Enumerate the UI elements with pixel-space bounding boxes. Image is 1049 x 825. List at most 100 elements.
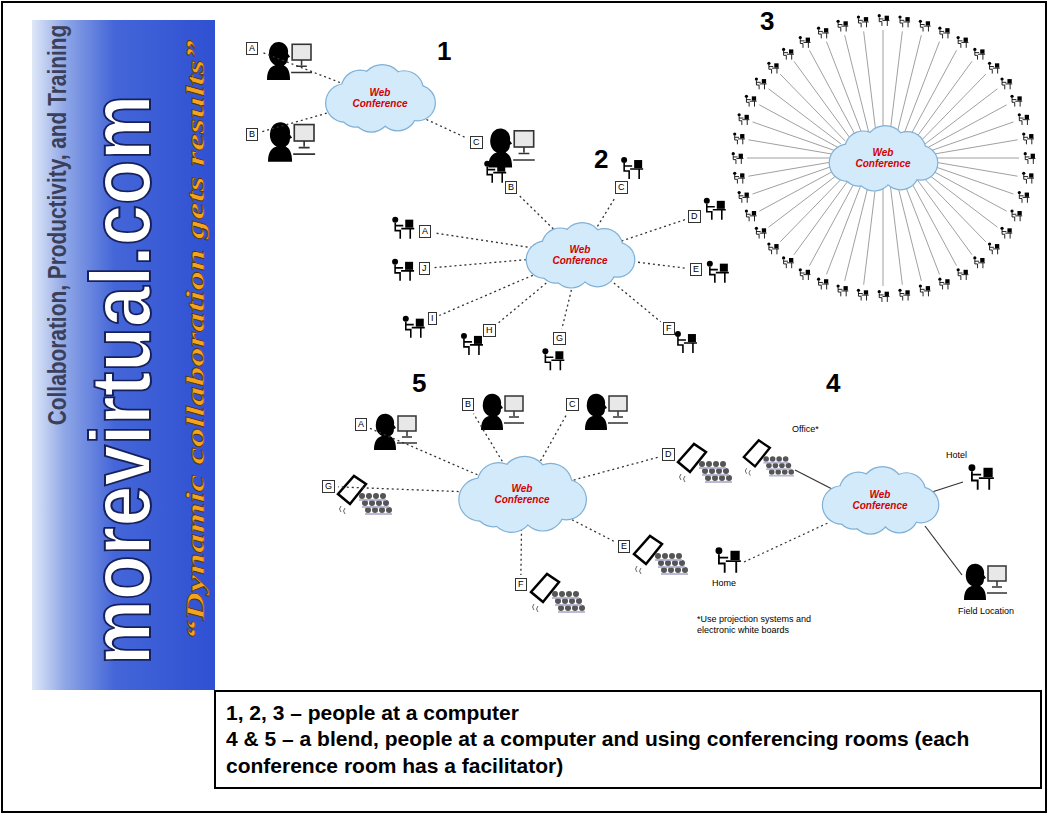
- spoke-line: [753, 122, 836, 151]
- spoke-line: [897, 183, 921, 281]
- desk-person-icon: [1010, 95, 1022, 107]
- frame: [2, 2, 1046, 812]
- spoke-line: [809, 180, 855, 266]
- desk-person-icon: [938, 27, 950, 39]
- desk-person-icon: [919, 20, 931, 32]
- desk-person-icon: [1022, 172, 1034, 184]
- desk-person-icon: [707, 261, 729, 283]
- participant-tag: A: [355, 418, 367, 431]
- office-link: [744, 470, 963, 575]
- participant-tag: B: [462, 398, 474, 411]
- spoke-line: [932, 162, 1017, 177]
- diagram-number: 3: [760, 8, 774, 34]
- desk-person-icon: [738, 191, 750, 203]
- dotted-connector: [261, 52, 340, 83]
- caption-line: 4 & 5 – a blend, people at a computer an…: [226, 726, 1030, 779]
- desk-person-icon: [392, 217, 414, 239]
- participant-tag: C: [615, 181, 628, 194]
- location-label: Field Location: [958, 606, 1014, 617]
- desk-person-icon: [836, 284, 848, 296]
- desk-person-icon: [542, 348, 564, 370]
- dotted-connector: [538, 414, 567, 466]
- desk-person-icon: [1022, 132, 1034, 144]
- desk-person-icon: [767, 62, 779, 74]
- conference-room-icon: [678, 444, 732, 483]
- participant-letter: E: [693, 264, 699, 275]
- desk-person-icon: [988, 242, 1000, 254]
- spoke-line: [759, 169, 837, 211]
- participant-letter: A: [358, 419, 364, 430]
- desk-person-icon: [799, 268, 811, 280]
- computer-user-icon: [481, 394, 524, 430]
- participant-letter: D: [665, 449, 672, 460]
- spoke-line: [933, 158, 1019, 159]
- location-label: Office*: [792, 424, 819, 435]
- cloud-label: Web Conference: [548, 244, 612, 266]
- spoke-line: [748, 162, 833, 177]
- spoke-line: [864, 184, 876, 285]
- desk-person-icon: [755, 77, 767, 89]
- participant-tag: A: [246, 42, 258, 55]
- spoke-line: [827, 182, 863, 275]
- participant-letter: I: [431, 313, 434, 324]
- spoke-line: [910, 180, 956, 266]
- spoke-line: [916, 61, 972, 138]
- conference-room-icon: [338, 476, 392, 515]
- participant-tag: E: [690, 263, 702, 276]
- cloud-label: Web Conference: [851, 147, 915, 169]
- spoke-line: [928, 105, 1006, 147]
- spoke-line: [883, 30, 884, 132]
- participant-letter: G: [556, 333, 563, 344]
- participant-tag: E: [618, 540, 630, 553]
- diagram-number: 5: [412, 370, 426, 396]
- diagram-number: 2: [594, 146, 608, 172]
- spoke-line: [845, 35, 869, 133]
- computer-user-icon: [268, 122, 315, 162]
- computer-user-icon: [267, 42, 312, 80]
- participant-letter: D: [691, 211, 698, 222]
- web-conference-cloud: Web Conference: [525, 225, 635, 285]
- dotted-connector: [338, 487, 464, 492]
- tagline-heading: Collaboration, Productivity, and Trainin…: [42, 25, 73, 425]
- participant-tag: C: [470, 136, 483, 149]
- desk-person-icon: [817, 27, 829, 39]
- desk-person-icon: [1018, 113, 1030, 125]
- spoke-line: [921, 175, 986, 242]
- participant-letter: J: [422, 263, 427, 274]
- participant-letter: H: [486, 325, 493, 336]
- participant-letter: G: [325, 481, 332, 492]
- spoke-line: [845, 183, 869, 281]
- participant-letter: B: [508, 182, 514, 193]
- desk-person-icon: [715, 547, 740, 572]
- desk-person-icon: [898, 289, 910, 301]
- spoke-line: [769, 89, 841, 144]
- spoke-line: [827, 42, 863, 135]
- spoke-line: [921, 74, 986, 141]
- participant-letter: B: [465, 399, 471, 410]
- desk-person-icon: [1024, 152, 1036, 164]
- desk-person-icon: [1010, 209, 1022, 221]
- spoke-line: [904, 182, 940, 275]
- desk-person-icon: [898, 15, 910, 27]
- desk-person-icon: [782, 256, 794, 268]
- conference-room-icon: [744, 440, 794, 476]
- participant-tag: F: [663, 322, 675, 335]
- web-conference-cloud: Web Conference: [828, 128, 938, 188]
- cloud-label: Web Conference: [348, 87, 412, 109]
- desk-person-icon: [675, 331, 697, 353]
- spoke-line: [890, 184, 902, 285]
- desk-person-icon: [732, 152, 744, 164]
- desk-person-icon: [878, 290, 890, 302]
- desk-person-icon: [878, 14, 890, 26]
- desk-person-icon: [733, 132, 745, 144]
- computer-user-icon: [585, 394, 628, 430]
- conference-room-icon: [634, 536, 688, 575]
- participant-letter: C: [618, 182, 625, 193]
- participant-ring: [747, 30, 1019, 286]
- desk-person-icon: [1000, 77, 1012, 89]
- diagram-number: 4: [826, 370, 840, 396]
- computer-user-icon: [488, 128, 534, 167]
- desk-person-icon: [957, 268, 969, 280]
- spoke-line: [890, 31, 902, 132]
- dotted-connector: [520, 524, 522, 575]
